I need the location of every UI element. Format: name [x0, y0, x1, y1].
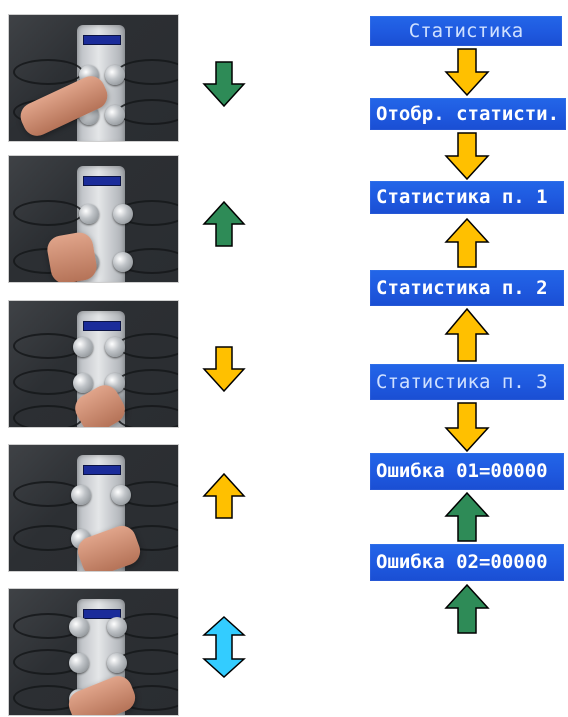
up-arrow-icon — [444, 583, 490, 638]
lcd-statistics: Статистика — [370, 16, 562, 46]
up-arrow-icon — [444, 491, 490, 546]
lcd-statistics-p3: Статистика п. 3 — [370, 364, 564, 400]
down-arrow-icon — [444, 402, 490, 456]
up-arrow-icon — [444, 217, 490, 272]
photo-button-down-yellow — [8, 300, 179, 428]
up-arrow-icon — [200, 472, 248, 520]
down-arrow-icon — [200, 345, 248, 393]
photo-button-down-press — [8, 14, 179, 142]
down-arrow-icon — [444, 48, 490, 100]
down-arrow-icon — [444, 132, 490, 184]
up-arrow-icon — [444, 307, 490, 366]
lcd-statistics-p2: Статистика п. 2 — [370, 270, 564, 306]
photo-button-up-press — [8, 155, 179, 283]
lcd-show-statistics: Отобр. статисти. — [370, 98, 566, 130]
photo-button-up-yellow — [8, 444, 179, 572]
up-arrow-icon — [200, 200, 248, 248]
lcd-error-02: Ошибка 02=00000 — [370, 544, 564, 581]
down-arrow-icon — [200, 60, 248, 108]
photo-button-updown — [8, 588, 179, 716]
device-display — [83, 35, 121, 45]
lcd-statistics-p1: Статистика п. 1 — [370, 181, 564, 214]
updown-arrow-icon — [200, 615, 248, 679]
lcd-error-01: Ошибка 01=00000 — [370, 453, 564, 490]
